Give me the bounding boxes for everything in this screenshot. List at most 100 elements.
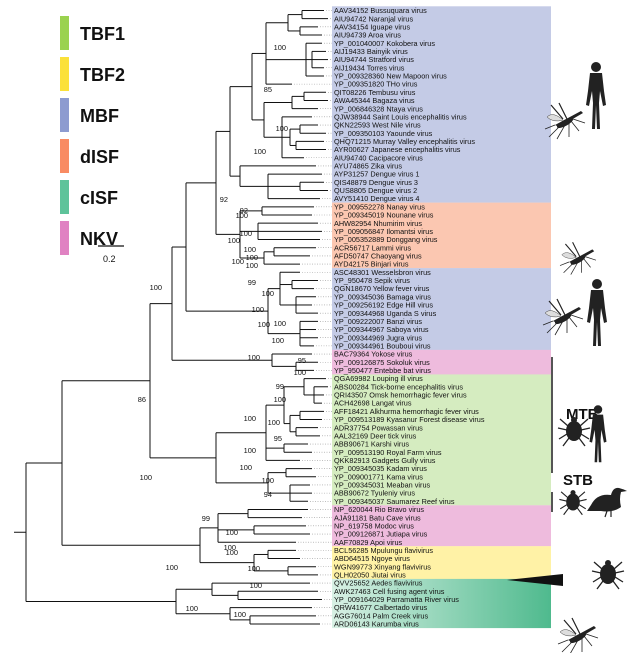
taxon-label: ADR37754 Powassan virus — [334, 423, 423, 432]
taxon-label: BAC79364 Yokose virus — [334, 350, 413, 359]
taxon-label: YP_009256192 Edge Hill virus — [334, 301, 433, 310]
taxon-label: YP_009513189 Kyasanur Forest disease vir… — [334, 415, 485, 424]
support-value: 100 — [240, 229, 252, 238]
taxon-label: YP_009552278 Nanay virus — [334, 202, 425, 211]
taxon-label: AIJ19433 Bainyik virus — [334, 47, 408, 56]
support-value: 100 — [166, 563, 178, 572]
band-nkv-1 — [332, 349, 551, 375]
support-value: 86 — [138, 395, 146, 404]
taxon-label: AAV34154 Iguape virus — [334, 22, 410, 31]
support-value: 100 — [224, 543, 236, 552]
legend-swatch-nkv — [60, 221, 69, 255]
taxon-label: YP_009344967 Saboya virus — [334, 325, 429, 334]
support-values: 1008510010092921001001001001001009910010… — [138, 43, 306, 619]
support-value: 100 — [258, 320, 270, 329]
support-value: 100 — [240, 463, 252, 472]
taxon-label: AAF70829 Apoi virus — [334, 538, 402, 547]
taxon-label: NP_620044 Rio Bravo virus — [334, 505, 424, 514]
legend-swatch-tbf1 — [60, 16, 69, 50]
support-value: 100 — [254, 147, 266, 156]
taxon-label: YP_950477 Entebbe bat virus — [334, 366, 431, 375]
taxon-label: AIU94740 Cacipacore virus — [334, 153, 423, 162]
support-value: 100 — [246, 261, 258, 270]
support-value: 100 — [140, 473, 152, 482]
support-value: 95 — [274, 434, 282, 443]
taxon-label: YP_009344961 Bouboui virus — [334, 341, 431, 350]
band-tbf1 — [332, 374, 551, 506]
support-value: 100 — [248, 564, 260, 573]
bird-icon — [587, 487, 627, 518]
legend-label-tbf2: TBF2 — [80, 65, 125, 85]
taxon-label: AYU74865 Zika virus — [334, 162, 402, 171]
support-value: 85 — [264, 85, 272, 94]
taxon-label: QJW38944 Saint Louis encephalitis virus — [334, 112, 467, 121]
taxon-label: QUS8805 Dengue virus 2 — [334, 186, 417, 195]
taxon-label: YP_009345019 Nounane virus — [334, 211, 434, 220]
taxon-label: WGN99773 Xinyang flavivirus — [334, 562, 431, 571]
legend-swatch-tbf2 — [60, 57, 69, 91]
support-value: 100 — [276, 124, 288, 133]
taxon-label: YP_005352889 Donggang virus — [334, 235, 438, 244]
taxon-label: AYR00627 Japanese encephalitis virus — [334, 145, 461, 154]
host-icons — [507, 62, 627, 653]
band-mbf-1 — [332, 6, 551, 203]
taxon-label: AWK27463 Cell fusing agent virus — [334, 587, 445, 596]
taxon-label: QHQ71215 Murray Valley encephalitis viru… — [334, 137, 475, 146]
taxon-label: QGN18670 Yellow fever virus — [334, 284, 430, 293]
taxon-label: ABB90672 Tyuleniy virus — [334, 489, 415, 498]
taxon-label: ABD64515 Ngoye virus — [334, 554, 410, 563]
support-value: 100 — [262, 476, 274, 485]
taxon-label: NP_619758 Modoc virus — [334, 521, 414, 530]
band-disf — [332, 202, 551, 269]
support-value: 100 — [252, 305, 264, 314]
mosquito-icon — [542, 298, 584, 336]
taxon-label: QKN22593 West Nile virus — [334, 121, 421, 130]
support-value: 99 — [276, 382, 284, 391]
support-value: 95 — [298, 356, 306, 365]
taxon-label: QGA69982 Louping ill virus — [334, 374, 423, 383]
taxon-label: YP_009350103 Yaounde virus — [334, 129, 433, 138]
taxon-label: QRW41677 Calbertado virus — [334, 603, 428, 612]
band-tbf2 — [332, 546, 551, 580]
taxon-label: BCL56285 Mpulungu flavivirus — [334, 546, 433, 555]
support-value: 100 — [186, 604, 198, 613]
taxon-label: QRI43507 Omsk hemorrhagic fever virus — [334, 391, 467, 400]
support-value: 100 — [274, 43, 286, 52]
support-value: 100 — [268, 418, 280, 427]
support-value: 92 — [220, 195, 228, 204]
taxon-label: AIU94744 Stratford virus — [334, 55, 414, 64]
support-value: 100 — [226, 528, 238, 537]
taxon-label: YP_009222007 Banzi virus — [334, 317, 422, 326]
mosquito-icon — [544, 102, 586, 140]
taxon-label: AIU94742 Naranjal virus — [334, 14, 413, 23]
legend-label-mbf: MBF — [80, 106, 119, 126]
taxon-label: YP_009056847 Ilomantsi virus — [334, 227, 433, 236]
mosquito-icon — [559, 241, 597, 275]
taxon-label: YP_001040007 Kokobera virus — [334, 39, 435, 48]
human-icon — [589, 405, 607, 463]
support-value: 100 — [248, 353, 260, 362]
taxon-label: QVV25652 Aedes flavivirus — [334, 579, 423, 588]
taxon-label: YP_009351820 THo virus — [334, 80, 418, 89]
legend-label-disf: dISF — [80, 147, 119, 167]
taxon-label: YP_009164029 Parramatta River virus — [334, 595, 459, 604]
tree-branches — [14, 10, 328, 625]
taxon-label: YP_009345031 Meaban virus — [334, 481, 430, 490]
taxon-label: QLH02050 Jiutai virus — [334, 571, 406, 580]
taxon-label: QIS48879 Dengue virus 3 — [334, 178, 418, 187]
stb-label: STB — [563, 472, 593, 489]
support-value: 100 — [150, 283, 162, 292]
taxon-label: YP_009345035 Kadam virus — [334, 464, 427, 473]
taxon-label: ABB90671 Karshi virus — [334, 440, 409, 449]
taxon-label: AFD50747 Chaoyang virus — [334, 252, 422, 261]
taxon-label: AYD42175 Binjari virus — [334, 260, 409, 269]
taxon-label: AHW82954 Nhumirim virus — [334, 219, 422, 228]
support-value: 100 — [228, 236, 240, 245]
support-value: 100 — [274, 319, 286, 328]
support-value: 100 — [246, 253, 258, 262]
support-value: 100 — [294, 368, 306, 377]
